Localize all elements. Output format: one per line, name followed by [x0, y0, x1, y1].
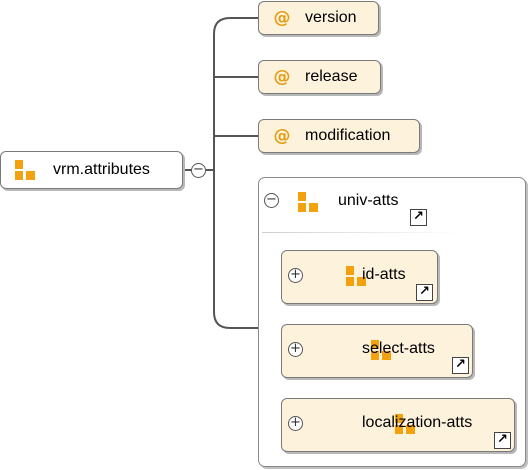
attribute-icon: @ — [273, 8, 291, 28]
element-blocks-icon — [370, 340, 391, 360]
group-label: univ-atts — [338, 192, 399, 209]
group-collapse-toggle[interactable]: − — [264, 193, 279, 208]
reference-link-icon[interactable]: ↗ — [416, 284, 433, 301]
root-element-label: vrm.attributes — [53, 161, 150, 178]
reference-link-icon[interactable]: ↗ — [494, 432, 511, 449]
group-blocks-icon — [298, 192, 318, 212]
expand-toggle-localization-atts[interactable]: + — [288, 416, 303, 431]
root-collapse-toggle[interactable]: − — [191, 163, 206, 178]
group-ref-label: localization-atts — [362, 414, 473, 431]
element-blocks-icon — [15, 160, 35, 180]
element-blocks-icon — [346, 266, 367, 286]
attribute-version[interactable]: @ version — [258, 1, 379, 35]
attribute-label: version — [305, 9, 357, 26]
group-ref-label: id-atts — [362, 266, 406, 283]
attribute-label: release — [305, 68, 358, 85]
attribute-modification[interactable]: @ modification — [258, 119, 420, 153]
attribute-icon: @ — [273, 126, 291, 146]
attribute-icon: @ — [273, 67, 291, 87]
element-blocks-icon — [395, 414, 416, 434]
group-ref-label: select-atts — [362, 340, 435, 357]
group-header-divider — [262, 232, 462, 233]
expand-toggle-select-atts[interactable]: + — [288, 342, 303, 357]
attribute-label: modification — [305, 127, 391, 144]
reference-link-icon[interactable]: ↗ — [452, 357, 469, 374]
group-reference-link-icon[interactable]: ↗ — [410, 209, 427, 226]
expand-toggle-id-atts[interactable]: + — [288, 268, 303, 283]
root-element-node[interactable]: vrm.attributes — [0, 151, 183, 189]
attribute-release[interactable]: @ release — [258, 60, 381, 94]
